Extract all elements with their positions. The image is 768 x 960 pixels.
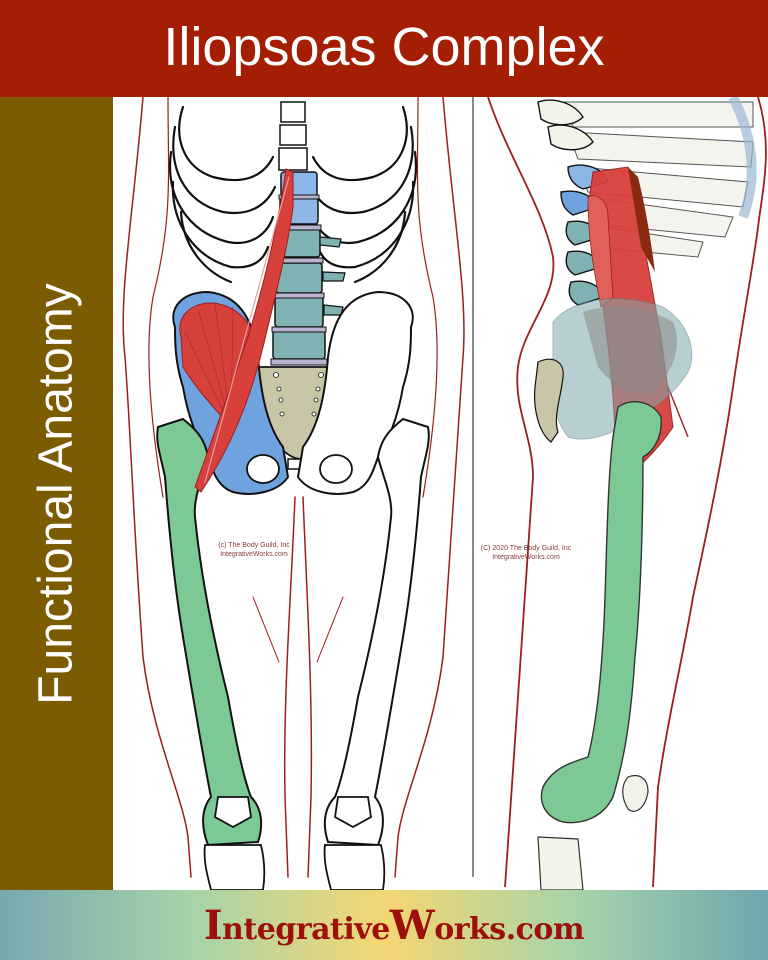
brand-initial: W — [389, 901, 435, 949]
credit-line: (C) 2020 The Body Guild, Inc — [480, 545, 572, 552]
side-view-credit: (C) 2020 The Body Guild, Inc Integrative… — [471, 544, 581, 562]
side-view — [487, 97, 767, 890]
sidebar-banner: Functional Anatomy — [0, 97, 113, 890]
brand-text: ntegrative — [222, 911, 390, 947]
brand-text: orks.com — [434, 911, 585, 947]
panel-divider — [472, 97, 474, 877]
credit-line: IntegrativeWorks.com — [220, 551, 288, 558]
brand-logo-text[interactable]: IntegrativeWorks.com — [203, 901, 585, 949]
brand-initial: I — [203, 901, 223, 949]
front-view-credit: (c) The Body Guild, Inc IntegrativeWorks… — [209, 541, 299, 559]
header-banner: Iliopsoas Complex — [0, 0, 768, 97]
credit-line: (c) The Body Guild, Inc — [218, 542, 290, 549]
anatomy-illustration: (c) The Body Guild, Inc IntegrativeWorks… — [113, 97, 768, 890]
credit-line: IntegrativeWorks.com — [492, 554, 560, 561]
footer-banner: IntegrativeWorks.com — [0, 890, 768, 960]
page-title: Iliopsoas Complex — [163, 16, 605, 77]
anatomy-drawing — [122, 97, 767, 890]
sidebar-label: Functional Anatomy — [29, 283, 83, 705]
front-view — [122, 97, 465, 890]
